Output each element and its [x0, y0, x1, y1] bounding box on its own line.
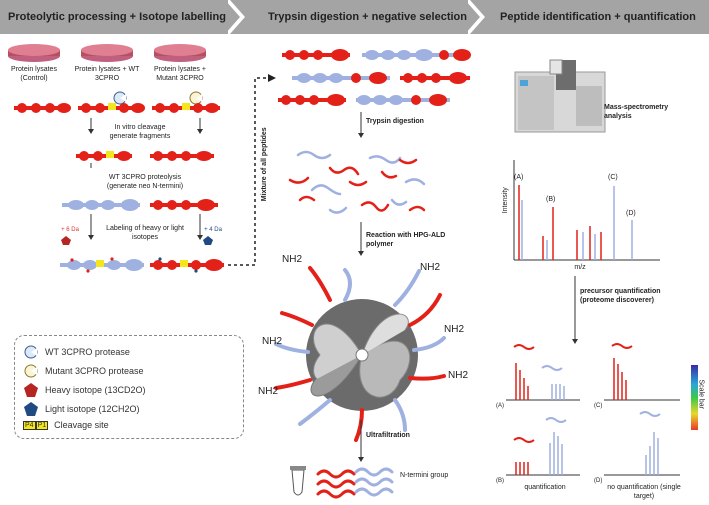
- label-invitro: In vitro cleavage generate fragments: [109, 124, 171, 140]
- protein-chains-row2: [76, 151, 214, 161]
- mixture-peptides: [278, 49, 471, 106]
- label-ntermini: N-termini group: [400, 472, 449, 479]
- nh2-label-1: NH2: [282, 254, 303, 265]
- final-ntermini-peptides: [316, 467, 394, 499]
- digested-peptides: [288, 150, 426, 214]
- label-mz: m/z: [574, 264, 586, 271]
- label-trypsin: Trypsin digestion: [366, 118, 424, 125]
- label-noquant: no quantification (single target): [607, 484, 681, 500]
- peak-label-c: (C): [608, 174, 618, 181]
- label-quantification: quantification: [524, 484, 566, 491]
- label-intensity: Intensity: [501, 187, 509, 214]
- nh2-label-4: NH2: [444, 324, 465, 335]
- protein-chains-row3: [62, 199, 218, 211]
- label-wt-proteolysis: WT 3CPRO proteolysis (generate neo N-ter…: [106, 174, 184, 190]
- label-ms: Mass-spectrometry analysis: [604, 104, 669, 120]
- spec-label-c: (C): [594, 403, 603, 409]
- protein-chains-row4: [60, 257, 224, 273]
- label-control: Protein lysates (Control): [11, 66, 57, 82]
- label-wt: Protein lysates + WT 3CPRO: [74, 66, 140, 82]
- label-precursor: precursor quantification (proteome disco…: [580, 288, 661, 304]
- pentagon-icon: [24, 402, 38, 416]
- heavy-isotope-small-icon: [61, 236, 71, 245]
- header-step1: Proteolytic processing + Isotope labelli…: [8, 0, 228, 34]
- label-mixture: Mixture of all peptides: [260, 127, 268, 202]
- legend-heavy: Heavy isotope (13CD2O): [23, 382, 146, 398]
- label-ultrafiltration: Ultrafiltration: [366, 432, 410, 439]
- nh2-label-5: NH2: [448, 370, 469, 381]
- label-mutant: Protein lysates + Mutant 3CPRO: [154, 66, 206, 82]
- legend-mutant: Mutant 3CPRO protease: [23, 363, 144, 379]
- nh2-label-3: NH2: [262, 336, 283, 347]
- ms-spectrum: [513, 160, 660, 261]
- legend-cleavage: P4 P1 Cleavage site: [23, 420, 109, 430]
- mini-spectrum-b: [506, 417, 580, 476]
- legend-box: WT 3CPRO protease Mutant 3CPRO protease …: [14, 335, 244, 439]
- mutant-protease-icon: [189, 91, 203, 105]
- nh2-label-6: NH2: [258, 386, 279, 397]
- mini-spectrum-c: [604, 343, 680, 401]
- legend-light: Light isotope (12CH2O): [23, 401, 140, 417]
- header-step3: Peptide identification + quantification: [500, 0, 705, 34]
- mass-spectrometer-icon: [514, 59, 606, 133]
- protein-chains-row1: [14, 103, 220, 113]
- petri-dish-wt: [81, 44, 133, 62]
- petri-dish-control: [8, 44, 60, 62]
- p1-box: P1: [35, 420, 49, 430]
- pentagon-icon: [24, 383, 38, 397]
- mini-spectrum-d: [604, 411, 680, 476]
- tube-icon: [290, 466, 306, 496]
- light-isotope-small-icon: [203, 236, 213, 245]
- hpg-ald-polymer: [306, 299, 418, 411]
- label-labeling: Labeling of heavy or light isotopes: [106, 225, 184, 241]
- polymer-peptide-arms: [274, 266, 446, 442]
- label-reaction: Reaction with HPG-ALD polymer: [366, 232, 446, 248]
- scale-bar: [691, 365, 698, 430]
- label-scalebar: Scale bar: [697, 379, 705, 410]
- petri-dish-mutant: [154, 44, 206, 62]
- label-plus4: + 4 Da: [204, 227, 222, 233]
- p4-box: P4: [23, 420, 36, 430]
- nh2-label-2: NH2: [420, 262, 441, 273]
- peak-label-d: (D): [626, 210, 636, 217]
- wt-protease-icon: [113, 91, 127, 105]
- mini-spectrum-a: [506, 344, 580, 401]
- legend-wt: WT 3CPRO protease: [23, 344, 130, 360]
- spec-label-a: (A): [496, 403, 504, 409]
- pacman-icon: [24, 364, 38, 378]
- peak-label-b: (B): [546, 196, 556, 203]
- pacman-icon: [24, 345, 38, 359]
- spec-label-b: (B): [496, 478, 504, 484]
- header-step2: Trypsin digestion + negative selection: [268, 0, 468, 34]
- mixture-dashed-arrow: [228, 77, 270, 266]
- label-plus6: + 6 Da: [61, 227, 79, 233]
- spec-label-d: (D): [594, 478, 603, 484]
- peak-label-a: (A): [514, 174, 524, 181]
